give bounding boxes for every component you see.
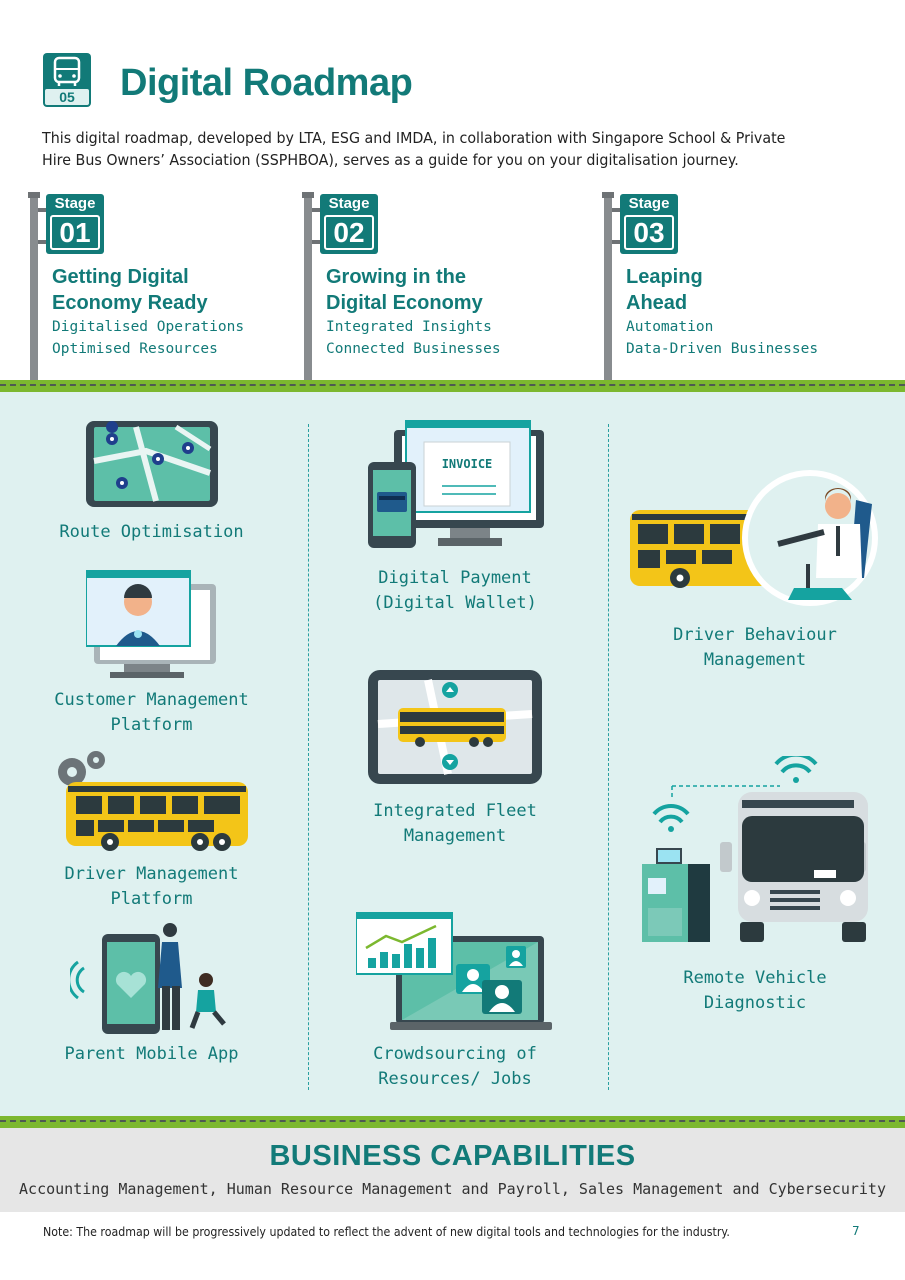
parent-mobile-app-icon	[67, 922, 234, 1040]
sign-pole	[30, 194, 38, 382]
page-title: Digital Roadmap	[120, 62, 413, 104]
school-bus-gears-icon	[54, 748, 252, 856]
column-divider	[308, 424, 309, 1090]
stage-word: Stage	[54, 195, 96, 212]
digital-payment-icon	[366, 419, 544, 554]
map-tablet-icon	[86, 421, 218, 511]
stage-number: 01	[59, 217, 91, 248]
customer-support-monitor-icon	[85, 569, 218, 684]
page-number: 7	[852, 1224, 860, 1238]
footer-note: Note: The roadmap will be progressively …	[43, 1225, 730, 1239]
stage-number: 02	[333, 217, 365, 248]
stage-sign: Stage 02	[320, 194, 378, 254]
sign-pole	[604, 194, 612, 382]
badge-number: 05	[59, 89, 75, 105]
stage-number: 03	[633, 217, 665, 248]
column-divider	[608, 424, 609, 1090]
bus-badge-icon: 05	[43, 53, 91, 107]
remote-diagnostic-icon	[638, 752, 874, 950]
crowdsourcing-laptop-icon	[355, 911, 554, 1036]
capabilities-band	[0, 1128, 905, 1212]
stage-word: Stage	[328, 195, 370, 212]
stage-sign: Stage 03	[620, 194, 678, 254]
fleet-tablet-icon	[368, 670, 542, 788]
grass-divider-bottom	[0, 1116, 905, 1128]
stage-word: Stage	[628, 195, 670, 212]
stage-sign: Stage 01	[46, 194, 104, 254]
grass-divider-top	[0, 380, 905, 392]
intro-paragraph: This digital roadmap, developed by LTA, …	[42, 129, 786, 169]
label-route-optimisation: Route Optimisation	[59, 522, 244, 542]
label-digital-payment: Digital Payment(Digital Wallet)	[373, 568, 537, 613]
driver-behaviour-icon	[628, 468, 880, 612]
capabilities-text: Accounting Management, Human Resource Ma…	[19, 1180, 886, 1198]
sign-pole	[304, 194, 312, 382]
invoice-word: INVOICE	[441, 457, 493, 471]
capabilities-title: BUSINESS CAPABILITIES	[269, 1140, 636, 1172]
label-parent-mobile-app: Parent Mobile App	[64, 1044, 239, 1064]
